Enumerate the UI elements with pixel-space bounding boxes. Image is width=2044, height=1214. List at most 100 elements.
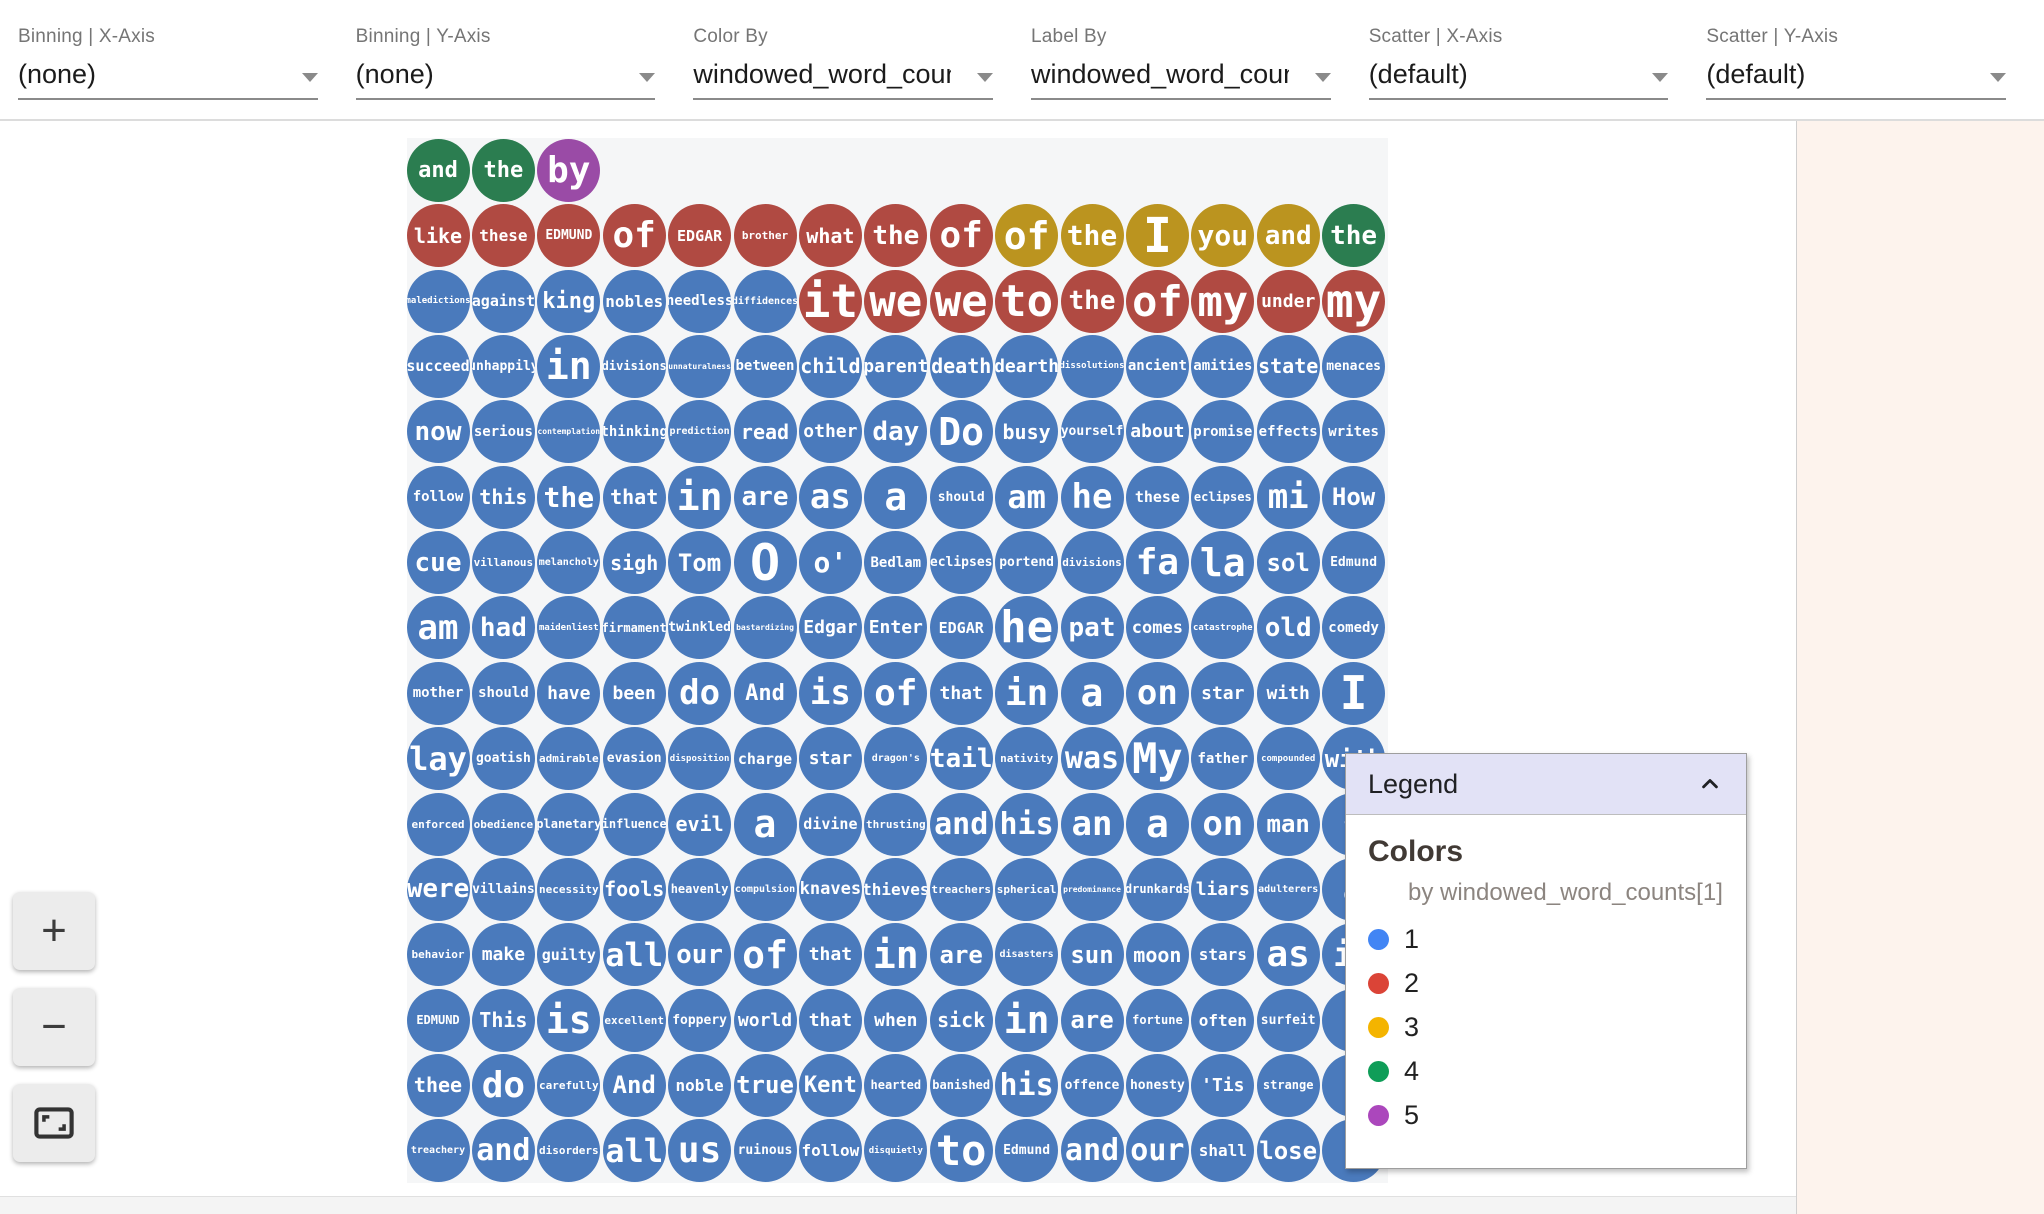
word-circle[interactable]: against [471, 269, 535, 333]
word-circle[interactable]: adulterers [1256, 857, 1320, 921]
word-circle[interactable]: star [798, 727, 862, 791]
word-circle[interactable]: on [1125, 661, 1189, 725]
word-circle[interactable]: This [471, 988, 535, 1052]
word-circle[interactable]: with [1256, 661, 1320, 725]
word-circle[interactable]: are [733, 465, 797, 529]
word-circle[interactable]: he [995, 596, 1059, 660]
word-circle[interactable]: amities [1191, 334, 1255, 398]
word-circle[interactable]: and [406, 138, 470, 202]
word-circle[interactable]: prediction [668, 400, 732, 464]
word-circle[interactable]: dragon's [864, 727, 928, 791]
word-circle[interactable]: maledictions [406, 269, 470, 333]
word-circle[interactable]: king [537, 269, 601, 333]
word-circle[interactable]: should [471, 661, 535, 725]
word-circle[interactable]: sol [1256, 531, 1320, 595]
word-circle[interactable]: compulsion [733, 857, 797, 921]
word-circle[interactable]: Tom [668, 531, 732, 595]
word-circle[interactable]: needless [668, 269, 732, 333]
dropdown-binning-y-axis[interactable]: Binning | Y-Axis (none) [355, 0, 656, 119]
word-circle[interactable]: ancient [1125, 334, 1189, 398]
word-circle[interactable]: old [1256, 596, 1320, 660]
word-circle[interactable]: effects [1256, 400, 1320, 464]
word-circle[interactable]: EDGAR [929, 596, 993, 660]
word-circle[interactable]: the [864, 204, 928, 268]
word-circle[interactable]: And [602, 1053, 666, 1117]
word-circle[interactable]: us [668, 1119, 732, 1183]
word-circle[interactable]: hearted [864, 1053, 928, 1117]
word-circle[interactable]: menaces [1322, 334, 1386, 398]
word-circle[interactable]: and [929, 792, 993, 856]
word-circle[interactable]: my [1191, 269, 1255, 333]
word-circle[interactable]: follow [798, 1119, 862, 1183]
word-circle[interactable]: thee [406, 1053, 470, 1117]
word-circle[interactable]: we [864, 269, 928, 333]
word-circle[interactable]: read [733, 400, 797, 464]
word-circle[interactable]: twinkled [668, 596, 732, 660]
word-circle[interactable]: his [995, 1053, 1059, 1117]
word-circle[interactable]: treachers [929, 857, 993, 921]
word-circle[interactable]: man [1256, 792, 1320, 856]
word-circle[interactable]: offence [1060, 1053, 1124, 1117]
word-circle[interactable]: liars [1191, 857, 1255, 921]
word-circle[interactable]: all [602, 923, 666, 987]
word-circle[interactable]: under [1256, 269, 1320, 333]
word-circle[interactable]: carefully [537, 1053, 601, 1117]
word-circle[interactable]: nobles [602, 269, 666, 333]
zoom-in-button[interactable]: + [13, 892, 95, 970]
word-circle[interactable]: the [471, 138, 535, 202]
word-circle[interactable]: lose [1256, 1119, 1320, 1183]
word-circle[interactable]: were [406, 857, 470, 921]
word-circle[interactable]: and [471, 1119, 535, 1183]
word-circle[interactable]: divisions [602, 334, 666, 398]
word-circle[interactable]: fortune [1125, 988, 1189, 1052]
word-circle[interactable]: the [1060, 269, 1124, 333]
word-circle[interactable]: ruinous [733, 1119, 797, 1183]
word-circle[interactable]: in [995, 661, 1059, 725]
word-circle[interactable]: divine [798, 792, 862, 856]
word-circle[interactable]: of [995, 204, 1059, 268]
word-circle[interactable]: now [406, 400, 470, 464]
word-circle[interactable]: Edmund [995, 1119, 1059, 1183]
word-circle[interactable]: melancholy [537, 531, 601, 595]
word-circle[interactable]: in [864, 923, 928, 987]
word-circle[interactable]: as [798, 465, 862, 529]
word-circle[interactable]: banished [929, 1053, 993, 1117]
word-circle[interactable]: disasters [995, 923, 1059, 987]
word-circle[interactable]: guilty [537, 923, 601, 987]
word-circle[interactable]: unhappily [471, 334, 535, 398]
word-circle[interactable]: maidenliest [537, 596, 601, 660]
word-circle[interactable]: state [1256, 334, 1320, 398]
word-circle[interactable]: an [1060, 792, 1124, 856]
word-circle[interactable]: in [668, 465, 732, 529]
word-circle[interactable]: are [929, 923, 993, 987]
word-circle[interactable]: behavior [406, 923, 470, 987]
word-circle[interactable]: a [864, 465, 928, 529]
word-circle[interactable]: our [668, 923, 732, 987]
word-circle[interactable]: bastardizing [733, 596, 797, 660]
word-circle[interactable]: thrusting [864, 792, 928, 856]
word-circle[interactable]: day [864, 400, 928, 464]
word-circle[interactable]: surfeit [1256, 988, 1320, 1052]
word-circle[interactable]: this [471, 465, 535, 529]
word-circle[interactable]: tail [929, 727, 993, 791]
word-circle[interactable]: of [602, 204, 666, 268]
word-circle[interactable]: our [1125, 1119, 1189, 1183]
word-circle[interactable]: mother [406, 661, 470, 725]
word-circle[interactable]: serious [471, 400, 535, 464]
word-circle[interactable]: the [1060, 204, 1124, 268]
word-circle[interactable]: la [1191, 531, 1255, 595]
word-circle[interactable]: disquietly [864, 1119, 928, 1183]
word-circle[interactable]: am [995, 465, 1059, 529]
word-circle[interactable]: excellent [602, 988, 666, 1052]
word-circle[interactable]: Edmund [1322, 531, 1386, 595]
word-circle[interactable]: what [798, 204, 862, 268]
word-circle[interactable]: writes [1322, 400, 1386, 464]
word-circle[interactable]: Kent [798, 1053, 862, 1117]
word-circle[interactable]: evasion [602, 727, 666, 791]
word-circle[interactable]: we [929, 269, 993, 333]
chevron-up-icon[interactable] [1696, 770, 1724, 798]
word-circle[interactable]: of [929, 204, 993, 268]
word-circle[interactable]: sigh [602, 531, 666, 595]
word-circle[interactable]: the [537, 465, 601, 529]
word-circle[interactable]: diffidences [733, 269, 797, 333]
